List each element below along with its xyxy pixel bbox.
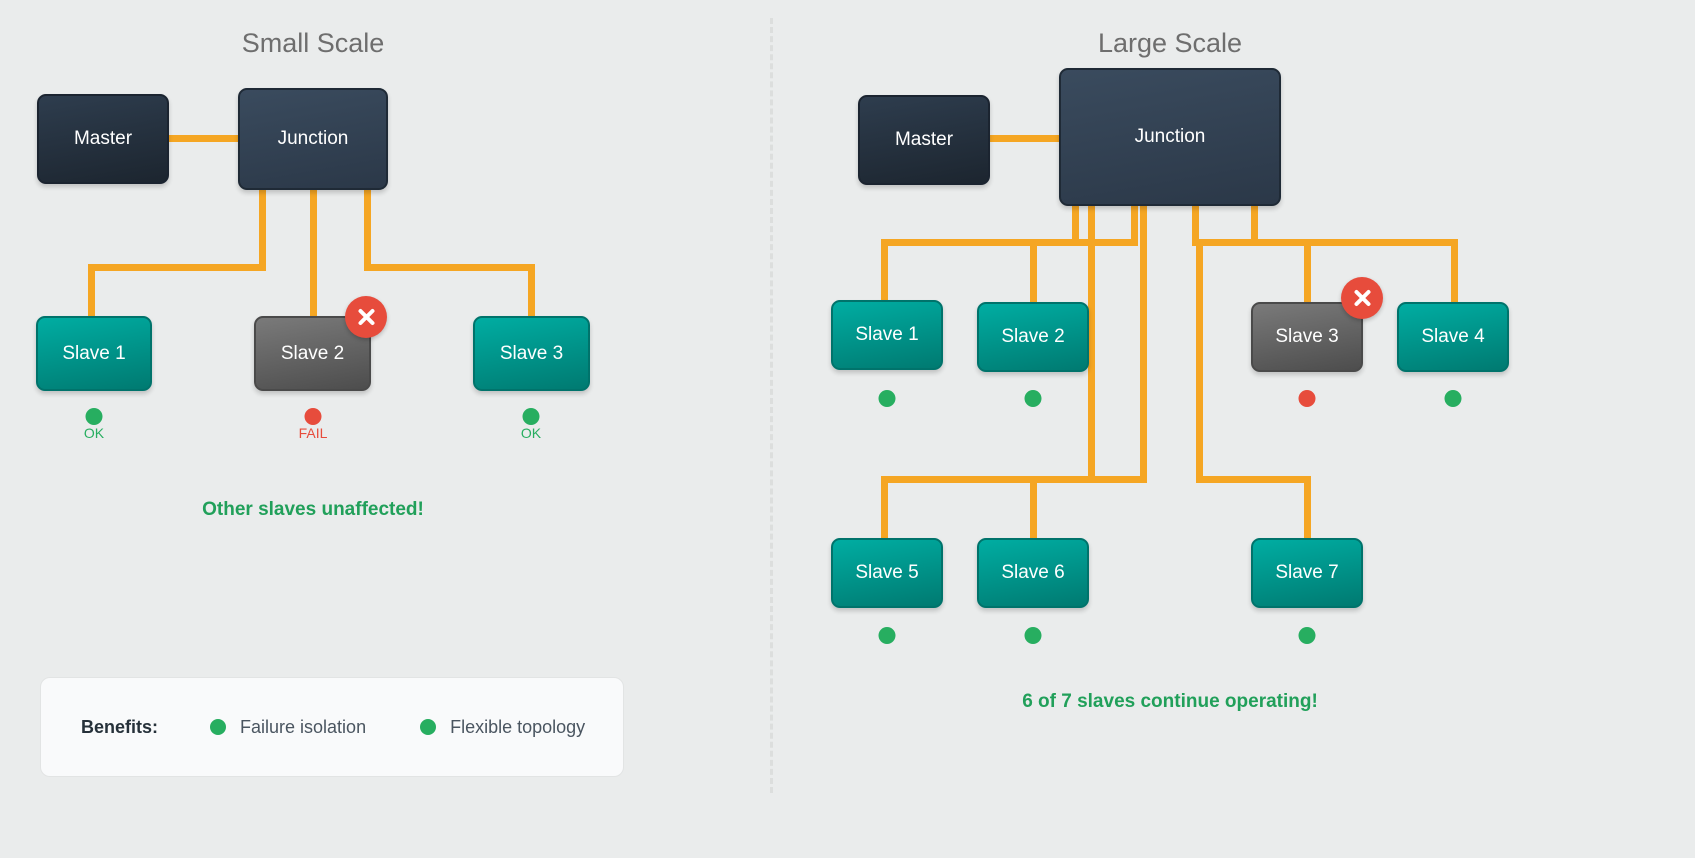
node-slave-7-large[interactable]: Slave 7	[1251, 538, 1363, 608]
node-label: Master	[73, 128, 133, 149]
status-led-slave-2-large	[1024, 390, 1042, 407]
status-label-slave-2-small: FAIL	[298, 425, 328, 441]
wire-bus-bottom-right-large	[1196, 476, 1311, 483]
wire-riser-row2-left-large	[1088, 204, 1095, 480]
status-led-slave-2-small	[304, 408, 322, 425]
wire-drop-slave-3-large	[1304, 239, 1311, 305]
node-slave-1-small[interactable]: Slave 1	[36, 316, 152, 391]
node-label: Slave 2	[1001, 326, 1065, 347]
benefit-item-flexible-topology: Flexible topology	[420, 717, 585, 738]
node-label: Slave 2	[280, 342, 345, 364]
wire-drop-slave-7-large	[1304, 476, 1311, 542]
node-junction-small[interactable]: Junction	[238, 88, 388, 190]
wire-bus-left-small	[88, 264, 266, 271]
wire-drop-slave-1-small	[88, 264, 95, 320]
panel-divider	[770, 18, 773, 793]
status-led-slave-4-large	[1444, 390, 1462, 407]
status-led-slave-6-large	[1024, 627, 1042, 644]
benefits-label: Benefits:	[81, 716, 159, 737]
wire-junction-drop-4-large	[1251, 204, 1258, 242]
wire-junction-drop-3-large	[1192, 204, 1199, 242]
status-led-slave-3-small	[522, 408, 540, 425]
status-led-slave-5-large	[878, 627, 896, 644]
wire-junction-drop-2-small	[310, 188, 317, 318]
wire-drop-slave-2-large	[1030, 239, 1037, 305]
wire-riser-row2-right-large	[1196, 239, 1203, 480]
wire-junction-drop-1-large	[1072, 204, 1079, 242]
panel-title-small-scale: Small Scale	[241, 28, 385, 58]
status-led-slave-7-large	[1298, 627, 1316, 644]
wire-bus-bottom-left-large	[881, 476, 1147, 483]
wire-drop-slave-4-large	[1451, 239, 1458, 305]
wire-drop-slave-3-small	[528, 264, 535, 320]
node-label: Slave 6	[1001, 562, 1065, 583]
wire-drop-slave-1-large	[881, 239, 888, 305]
callout-large-scale: 6 of 7 slaves continue operating!	[1022, 691, 1318, 712]
node-label: Slave 3	[499, 342, 564, 364]
status-led-slave-1-small	[85, 408, 103, 425]
wire-bus-top-left-large	[881, 239, 1138, 246]
benefit-dot-icon	[210, 719, 227, 735]
node-slave-4-large[interactable]: Slave 4	[1397, 302, 1509, 372]
wire-drop-slave-6-large	[1030, 476, 1037, 542]
status-led-slave-1-large	[878, 390, 896, 407]
error-x-icon-slave-2-small	[345, 296, 387, 338]
benefit-item-failure-isolation: Failure isolation	[210, 717, 366, 738]
node-label: Slave 7	[1275, 562, 1339, 583]
node-slave-1-large[interactable]: Slave 1	[831, 300, 943, 370]
node-label: Slave 5	[855, 562, 919, 583]
benefit-text: Failure isolation	[240, 716, 367, 737]
status-label-slave-3-small: OK	[520, 425, 542, 441]
benefit-text: Flexible topology	[450, 716, 586, 737]
node-label: Slave 3	[1275, 326, 1339, 347]
node-slave-3-large[interactable]: Slave 3	[1251, 302, 1363, 372]
callout-small-scale: Other slaves unaffected!	[202, 499, 424, 520]
node-slave-5-large[interactable]: Slave 5	[831, 538, 943, 608]
benefits-card: Benefits: Failure isolation Flexible top…	[40, 677, 624, 777]
wire-junction-drop-3-small	[364, 188, 371, 266]
panel-title-large-scale: Large Scale	[1097, 28, 1243, 58]
status-led-slave-3-large	[1298, 390, 1316, 407]
node-slave-6-large[interactable]: Slave 6	[977, 538, 1089, 608]
node-slave-3-small[interactable]: Slave 3	[473, 316, 590, 391]
error-x-icon-slave-3-large	[1341, 277, 1383, 319]
node-master-small[interactable]: Master	[37, 94, 169, 184]
status-label-slave-1-small: OK	[83, 425, 105, 441]
node-master-large[interactable]: Master	[858, 95, 990, 185]
wire-junction-drop-2-large	[1131, 204, 1138, 242]
node-label: Slave 4	[1421, 326, 1485, 347]
wire-bus-right-small	[364, 264, 535, 271]
node-label: Slave 1	[62, 342, 126, 364]
wire-bus-top-right-large	[1192, 239, 1458, 246]
node-label: Junction	[1134, 126, 1206, 147]
wire-junction-drop-1-small	[259, 188, 266, 266]
node-label: Slave 1	[855, 324, 919, 345]
wire-riser-row2-mid-large	[1140, 204, 1147, 480]
node-label: Master	[894, 129, 954, 150]
node-slave-2-large[interactable]: Slave 2	[977, 302, 1089, 372]
wire-drop-slave-5-large	[881, 476, 888, 542]
wire-master-to-junction-small	[168, 135, 240, 142]
wire-master-to-junction-large	[989, 135, 1061, 142]
node-junction-large[interactable]: Junction	[1059, 68, 1281, 206]
node-label: Junction	[277, 128, 349, 149]
benefit-dot-icon	[420, 719, 437, 735]
